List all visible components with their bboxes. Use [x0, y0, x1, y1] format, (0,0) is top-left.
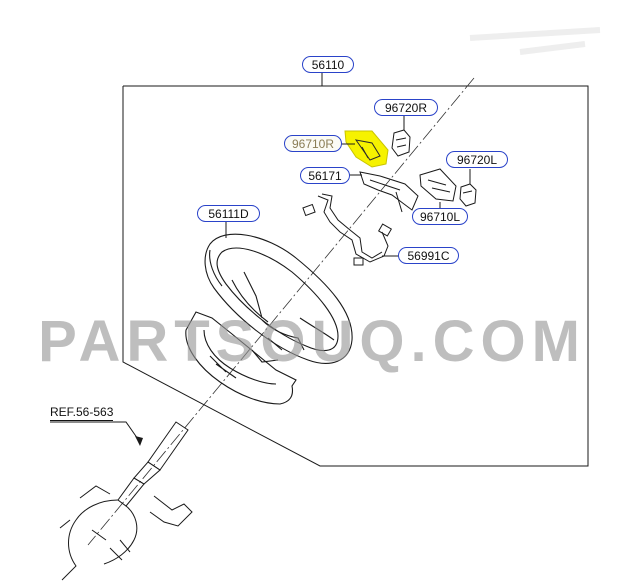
callout-56111D[interactable]: 56111D	[197, 205, 260, 222]
scan-artifact	[469, 27, 601, 55]
ref-leader	[50, 421, 141, 443]
part-96720R[interactable]	[391, 129, 411, 157]
watermark: PARTSOUQ.COM	[38, 309, 586, 374]
center-axis	[87, 77, 475, 546]
hub-shroud	[185, 311, 297, 405]
part-96720L[interactable]	[459, 183, 477, 207]
callout-96720L[interactable]: 96720L	[446, 151, 508, 168]
assembly-frame	[122, 85, 589, 467]
callout-96720R[interactable]: 96720R	[374, 99, 438, 116]
callout-56110[interactable]: 56110	[302, 56, 354, 73]
part-96710L[interactable]	[419, 168, 457, 202]
part-56111D[interactable]	[204, 233, 353, 364]
steering-column	[59, 421, 193, 581]
callout-56171[interactable]: 56171	[300, 167, 350, 184]
reference-label[interactable]: REF.56-563	[50, 405, 114, 421]
callout-56991C[interactable]: 56991C	[398, 247, 459, 264]
callout-96710L[interactable]: 96710L	[412, 208, 468, 225]
part-56991C[interactable]	[302, 193, 393, 266]
part-56171[interactable]	[359, 171, 419, 213]
ref-arrowhead	[135, 436, 143, 446]
highlighted-part-96710R[interactable]	[344, 130, 389, 168]
callout-96710R[interactable]: 96710R	[284, 135, 342, 152]
